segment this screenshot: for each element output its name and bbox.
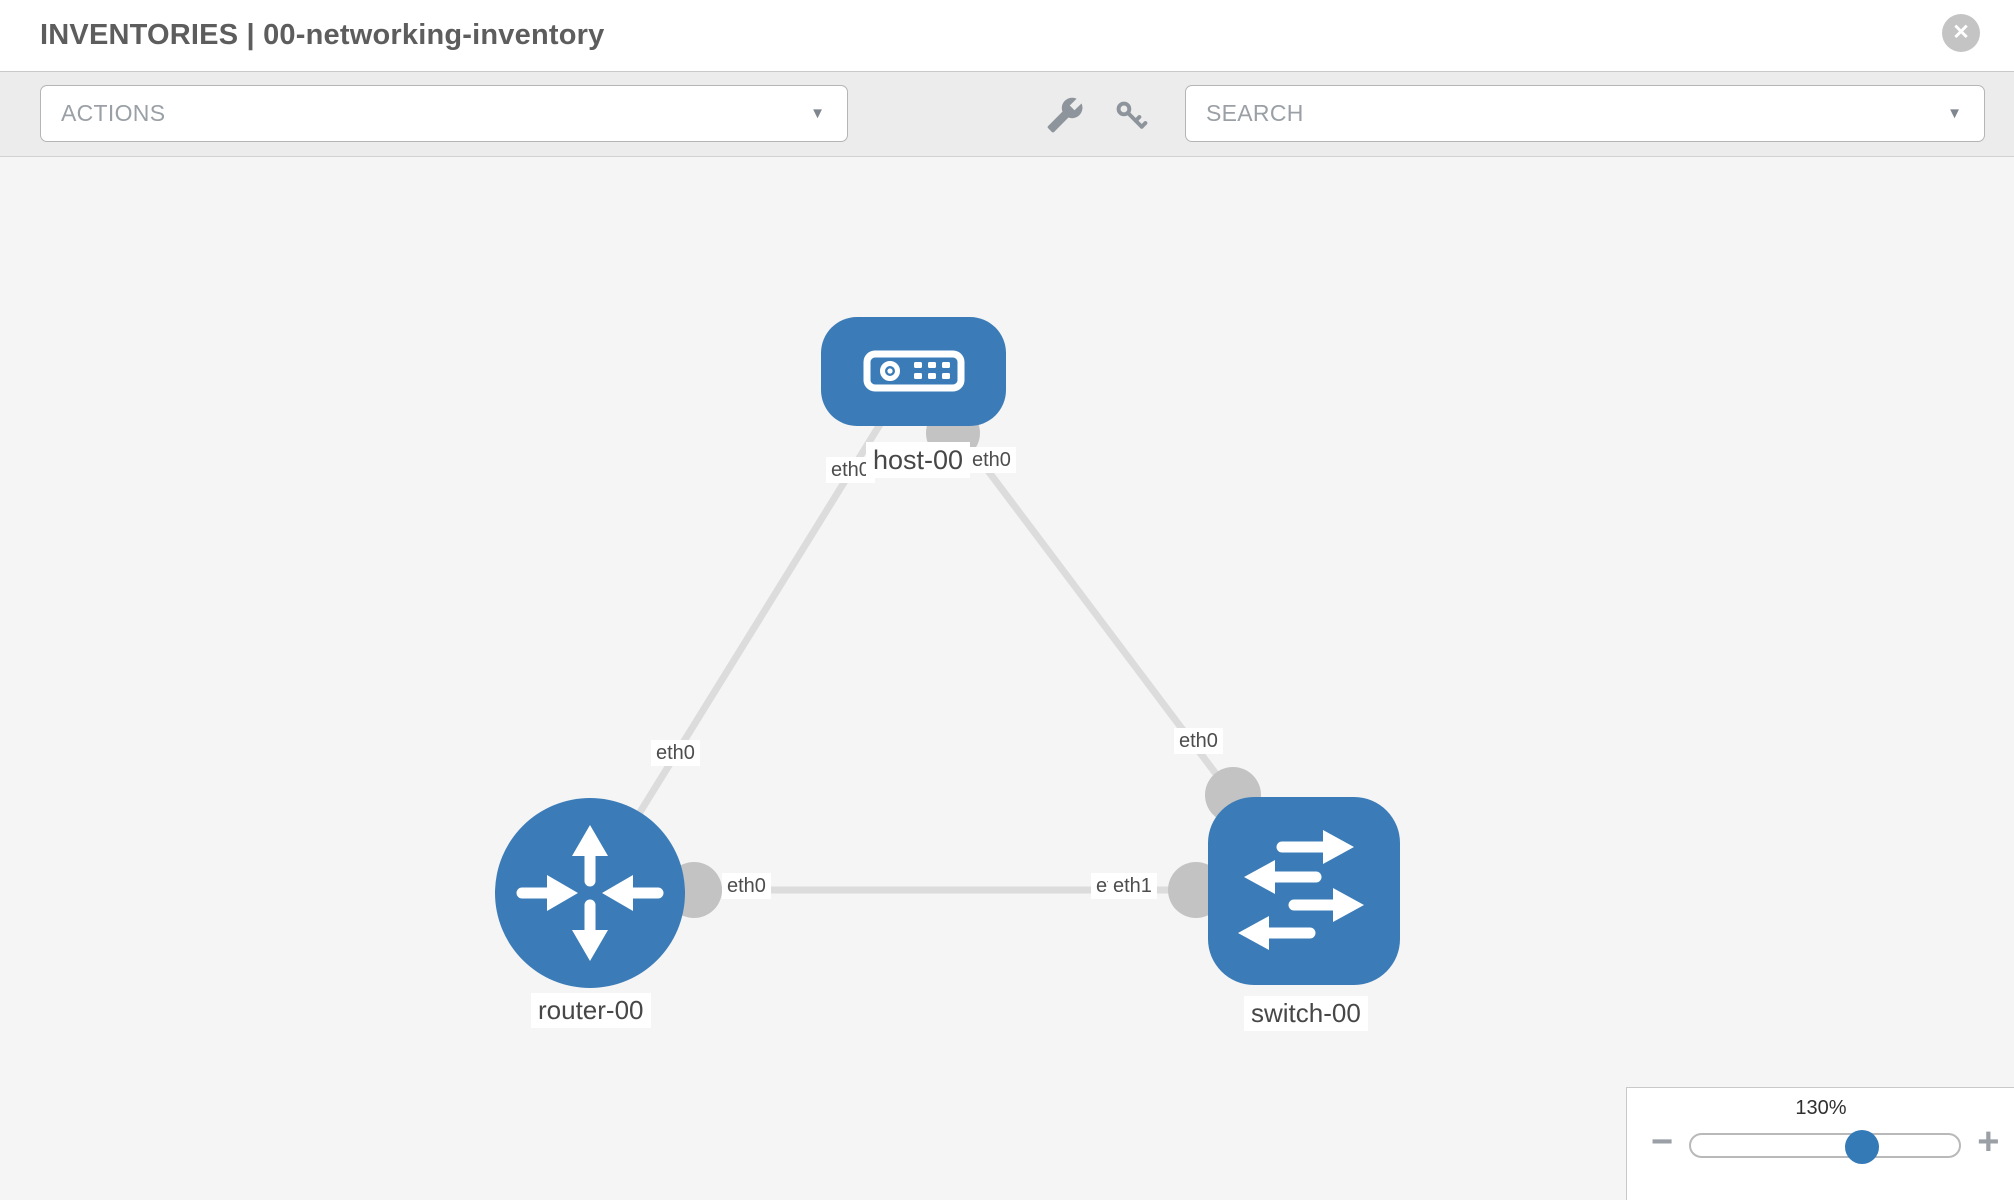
toolbar: ACTIONS ▼ SEARCH ▼ — [0, 72, 2014, 157]
chevron-down-icon: ▼ — [810, 104, 825, 122]
search-dropdown[interactable]: SEARCH ▼ — [1185, 85, 1985, 142]
switch-arrows-icon — [1238, 830, 1364, 950]
zoom-slider-thumb[interactable] — [1845, 1129, 1880, 1164]
interface-label: eth1 — [1108, 873, 1157, 899]
close-button[interactable]: ✕ — [1942, 14, 1980, 52]
node-host[interactable] — [821, 317, 1006, 426]
node-router[interactable] — [495, 798, 685, 988]
topology-canvas[interactable]: eth0 eth0 eth0 eth0 eth0 eth0 eth1 host-… — [0, 157, 2014, 1200]
actions-dropdown-label: ACTIONS — [61, 100, 166, 126]
page-title: INVENTORIES | 00-networking-inventory — [40, 19, 605, 51]
host-device-icon — [863, 350, 965, 392]
chevron-down-icon: ▼ — [1947, 104, 1962, 122]
zoom-out-button[interactable]: − — [1651, 1121, 1674, 1163]
node-label-host: host-00 — [866, 442, 971, 479]
wrench-icon — [1047, 97, 1083, 133]
interface-ports — [666, 406, 1261, 918]
key-icon — [1116, 101, 1148, 129]
node-switch[interactable] — [1208, 797, 1400, 985]
router-arrows-icon — [516, 825, 664, 961]
close-icon: ✕ — [1952, 20, 1970, 44]
actions-dropdown[interactable]: ACTIONS ▼ — [40, 85, 848, 142]
interface-label: eth0 — [1174, 728, 1223, 754]
zoom-percentage: 130% — [1795, 1097, 1847, 1119]
zoom-in-button[interactable]: + — [1977, 1121, 2000, 1163]
search-dropdown-label: SEARCH — [1206, 100, 1304, 126]
interface-label: eth0 — [722, 873, 771, 899]
node-label-router: router-00 — [531, 993, 651, 1029]
interface-label: eth0 — [651, 740, 700, 766]
zoom-slider[interactable] — [1689, 1129, 1962, 1164]
node-label-switch: switch-00 — [1244, 996, 1368, 1032]
topology-graph — [495, 317, 1400, 988]
zoom-control-panel: 130% − + — [1626, 1087, 2014, 1200]
header: INVENTORIES | 00-networking-inventory ✕ — [0, 0, 2014, 72]
credentials-button[interactable] — [1114, 99, 1148, 138]
interface-label: eth0 — [967, 447, 1016, 473]
configure-tools-button[interactable] — [1046, 96, 1084, 139]
